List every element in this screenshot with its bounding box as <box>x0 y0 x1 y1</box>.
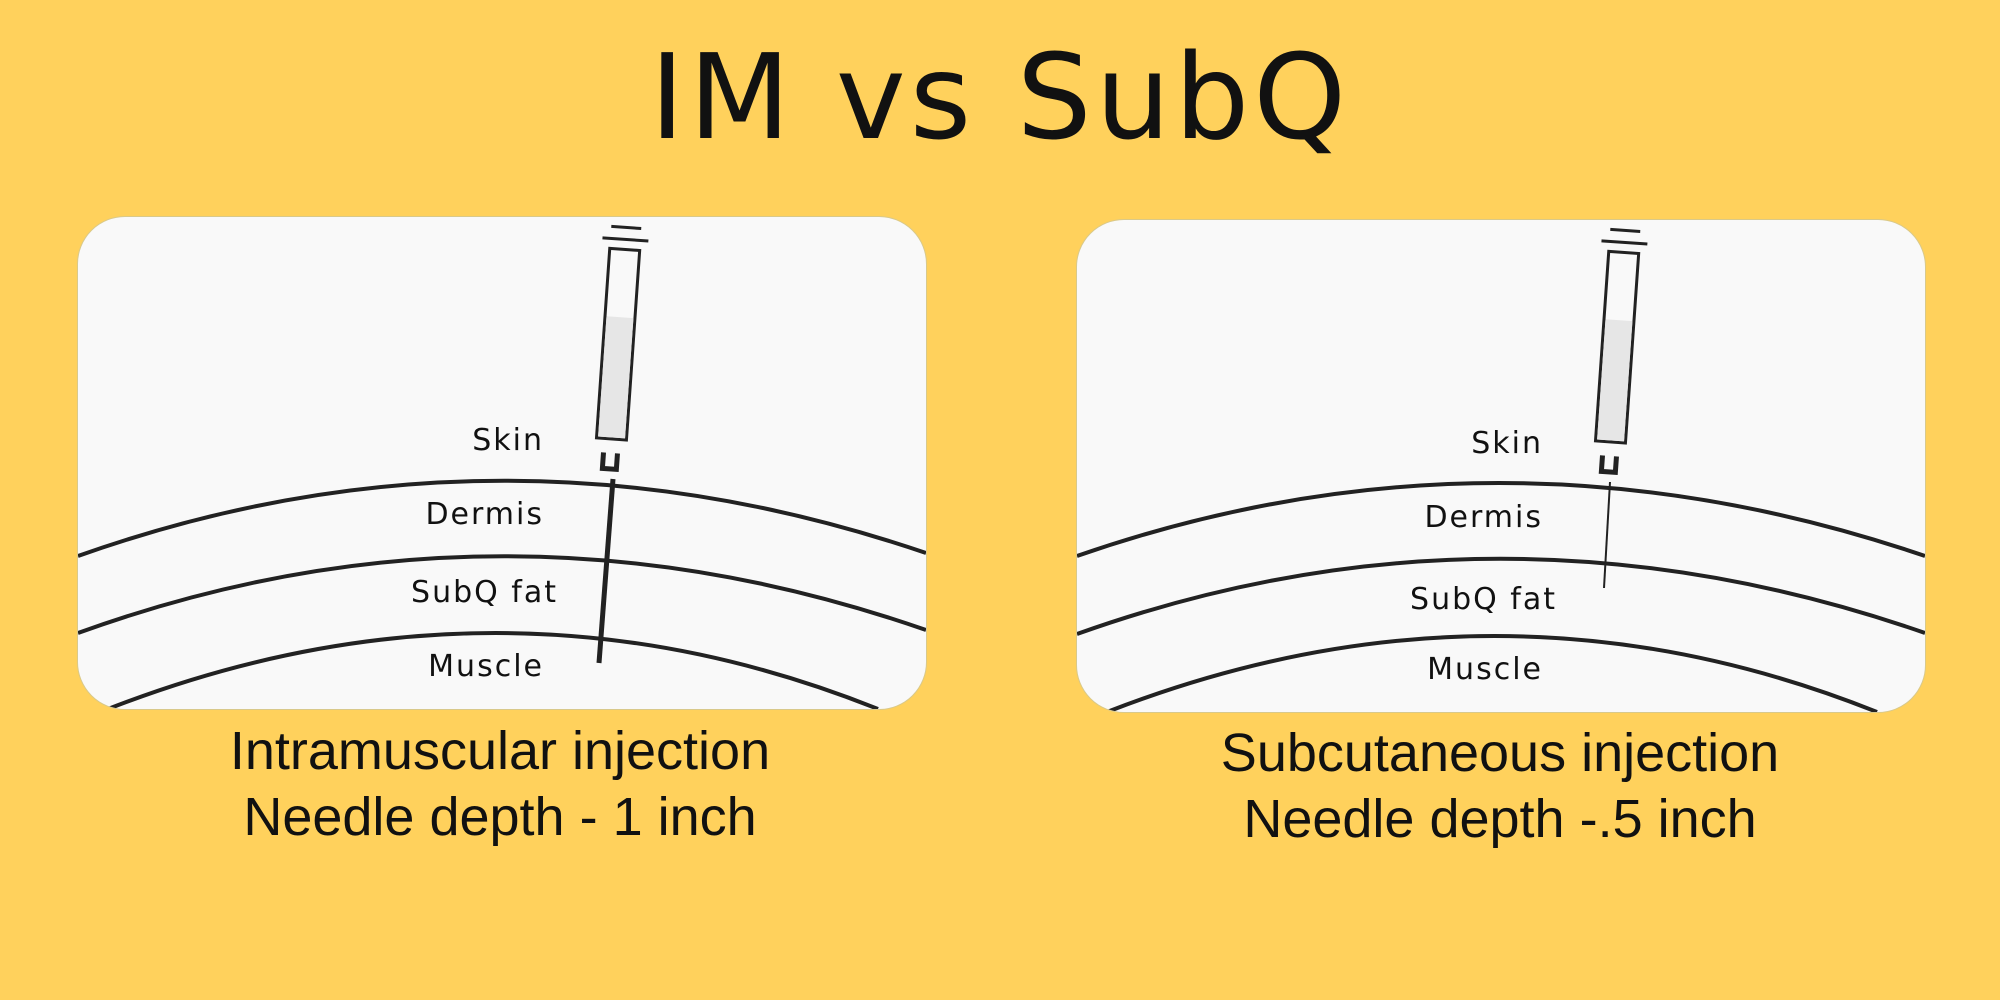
layer-label-muscle: Muscle <box>428 649 544 684</box>
needle-line <box>1604 482 1610 588</box>
subcutaneous-diagram: Skin Dermis SubQ fat Muscle <box>1077 220 1925 712</box>
subcutaneous-diagram-panel: Skin Dermis SubQ fat Muscle <box>1076 219 1926 713</box>
layer-label-dermis: Dermis <box>1424 500 1543 535</box>
layer-label-skin: Skin <box>472 423 544 458</box>
layer-label-dermis: Dermis <box>425 497 544 532</box>
layer-label-subq-fat: SubQ fat <box>1410 582 1557 617</box>
intramuscular-caption-depth: Needle depth - 1 inch <box>100 784 900 850</box>
page-title: IM vs SubQ <box>0 28 2000 166</box>
intramuscular-diagram-panel: Skin Dermis SubQ fat Muscle <box>77 216 927 710</box>
subcutaneous-caption-depth: Needle depth -.5 inch <box>1100 786 1900 852</box>
subcutaneous-caption-title: Subcutaneous injection <box>1100 720 1900 786</box>
subcutaneous-caption: Subcutaneous injection Needle depth -.5 … <box>1100 720 1900 852</box>
syringe-icon <box>1585 229 1648 474</box>
intramuscular-caption: Intramuscular injection Needle depth - 1… <box>100 718 900 850</box>
layer-label-subq-fat: SubQ fat <box>411 575 558 610</box>
intramuscular-diagram: Skin Dermis SubQ fat Muscle <box>78 217 926 709</box>
needle-line <box>599 479 613 663</box>
syringe-icon <box>586 226 649 471</box>
intramuscular-caption-title: Intramuscular injection <box>100 718 900 784</box>
layer-label-muscle: Muscle <box>1427 652 1543 687</box>
layer-label-skin: Skin <box>1471 426 1543 461</box>
